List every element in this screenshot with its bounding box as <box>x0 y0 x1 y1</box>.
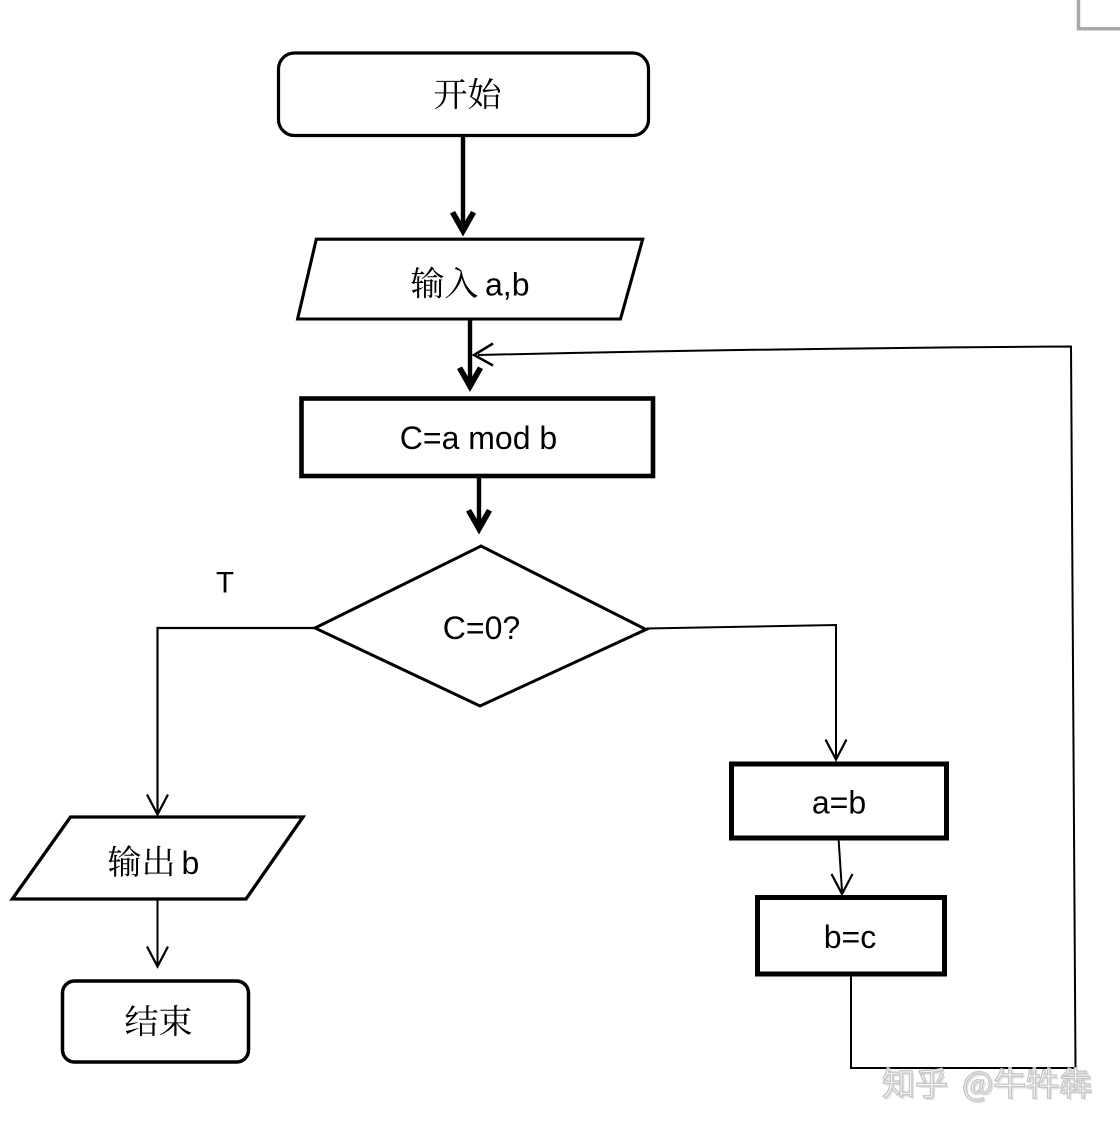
svg-text:C=a mod b: C=a mod b <box>400 420 557 456</box>
svg-text:C=0?: C=0? <box>443 610 520 646</box>
svg-text:b=c: b=c <box>824 919 876 955</box>
svg-text:a=b: a=b <box>812 785 866 821</box>
svg-text:b: b <box>182 845 200 881</box>
svg-text:T: T <box>216 567 234 600</box>
svg-text:a,b: a,b <box>485 267 529 303</box>
